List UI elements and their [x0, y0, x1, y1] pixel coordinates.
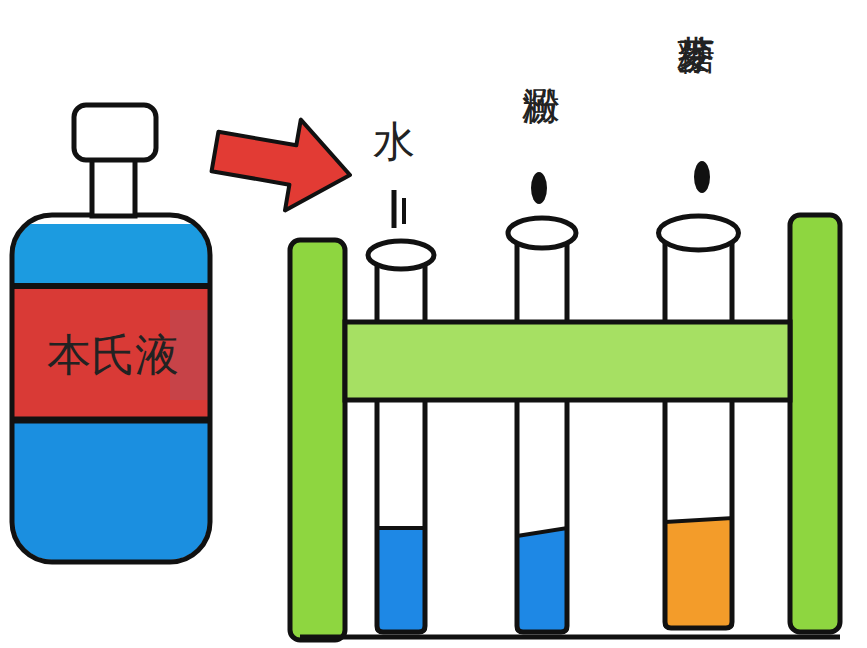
- band-line: [12, 417, 210, 424]
- test-tube: 麥芽糖: [640, 5, 750, 640]
- rack-post: [290, 240, 345, 640]
- tube-outline: [492, 58, 588, 640]
- drop-mark: [531, 172, 547, 204]
- tube-glass: [377, 255, 425, 632]
- band-line: [12, 283, 210, 289]
- bottle-neck: [92, 158, 135, 216]
- rack-post: [790, 215, 840, 632]
- tube-glass: [517, 233, 567, 632]
- tube-outline: [350, 120, 438, 640]
- reagent-label: 本氏液: [22, 300, 204, 410]
- liquid: [517, 528, 567, 632]
- rack-base: [300, 635, 840, 640]
- rack-crossbar: [345, 322, 790, 400]
- drop-mark: [694, 161, 710, 193]
- drop-mark: [392, 190, 397, 228]
- bottle-body-outline: [12, 215, 210, 562]
- tube-label: 水: [373, 120, 415, 164]
- tube-glass: [665, 233, 732, 628]
- tube-rim: [659, 216, 739, 250]
- blue-band: [14, 420, 208, 560]
- test-tube: 水: [350, 120, 438, 640]
- red-label: [14, 286, 208, 420]
- reagent-bottle: 本氏液: [10, 100, 215, 568]
- bottle-cap: [74, 105, 156, 160]
- liquid: [665, 518, 732, 628]
- label-shade: [170, 310, 208, 400]
- tube-rim: [368, 241, 434, 269]
- tube-outline: [640, 5, 750, 640]
- test-tube: 澱粉: [492, 58, 588, 640]
- bottle-bands: [14, 224, 208, 560]
- liquid: [377, 528, 425, 632]
- blue-band: [14, 224, 208, 286]
- drop-mark: [402, 198, 406, 224]
- pour-arrow: [212, 120, 350, 211]
- tube-rim: [508, 218, 576, 248]
